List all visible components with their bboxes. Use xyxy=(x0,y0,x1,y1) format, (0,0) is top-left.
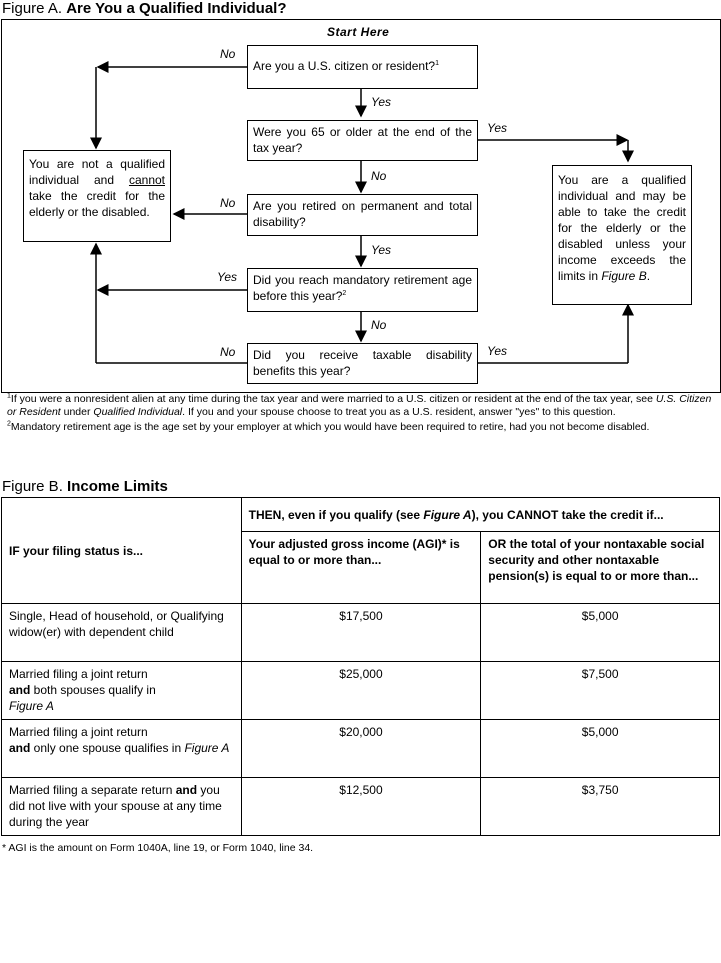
row-status-bold: and xyxy=(9,683,31,697)
flowchart-arrows xyxy=(90,61,634,364)
question-retirement: Did you reach mandatory retirement age b… xyxy=(247,268,478,312)
figure-b-title: Figure B. Income Limits xyxy=(2,478,168,496)
start-here-label: Start Here xyxy=(327,25,390,39)
question-citizen-text: Are you a U.S. citizen or resident? xyxy=(253,59,436,73)
yes-label-q3: Yes xyxy=(371,243,392,257)
question-retirement-text: Did you reach mandatory retirement age b… xyxy=(253,273,472,303)
row-status-bold: and xyxy=(175,783,198,797)
row-status-a: Married filing a joint return xyxy=(9,667,148,681)
footnote-1-italic-a: U.S. Citizen or Resident xyxy=(7,393,712,418)
header-filing-status: IF your filing status is... xyxy=(1,497,242,604)
footnote-1-ref: 1 xyxy=(435,60,439,67)
table-row: Single, Head of household, or Qualifying… xyxy=(1,603,720,662)
figure-a-prefix: Figure A. xyxy=(2,0,63,17)
yes-label-q1: Yes xyxy=(371,95,392,109)
row-pension: $5,000 xyxy=(480,603,720,662)
footnote-2-ref: 2 xyxy=(342,290,347,297)
yes-label-q4: Yes xyxy=(217,270,238,284)
result-qualified-period: . xyxy=(646,269,651,283)
result-not-qualified-text-a: You are not a qualified individual and xyxy=(29,157,165,187)
row-status: Married filing a joint return and only on… xyxy=(1,719,242,778)
row-agi: $20,000 xyxy=(240,719,482,778)
header-pension: OR the total of your nontaxable social s… xyxy=(480,531,720,604)
yes-label-q2: Yes xyxy=(487,121,508,135)
figure-a-title: Figure A. Are You a Qualified Individual… xyxy=(2,0,287,18)
row-status-ref: Figure A xyxy=(184,741,230,755)
result-not-qualified: You are not a qualified individual and c… xyxy=(23,150,171,242)
footnote-1-text-b: under xyxy=(60,406,94,418)
row-status: Single, Head of household, or Qualifying… xyxy=(1,603,242,662)
row-status: Married filing a separate return and you… xyxy=(1,777,242,836)
question-disability: Are you retired on permanent and total d… xyxy=(247,194,478,236)
row-status-a: Married filing a joint return xyxy=(9,725,148,739)
no-label-q1: No xyxy=(220,47,236,61)
footnote-1-italic-b: Qualified Individual xyxy=(93,406,183,418)
row-status-c: only one spouse qualifies in xyxy=(30,741,185,755)
result-qualified: You are a qualified individual and may b… xyxy=(552,165,692,305)
figure-b-heading: Income Limits xyxy=(67,478,168,495)
table-row: Married filing a joint return and both sp… xyxy=(1,661,720,720)
footnote-2-text: Mandatory retirement age is the age set … xyxy=(10,421,650,433)
footnote-1-text-a: If you were a nonresident alien at any t… xyxy=(10,393,656,405)
header-then-b: ), you CANNOT take the credit if... xyxy=(471,507,664,522)
figure-a-heading: Are You a Qualified Individual? xyxy=(66,0,287,17)
row-agi: $12,500 xyxy=(240,777,482,836)
yes-label-q5: Yes xyxy=(487,344,508,358)
cannot-emphasis: cannot xyxy=(128,173,165,187)
header-then-a: THEN, even if you qualify (see xyxy=(248,507,424,522)
row-status-a: Married filing a separate return xyxy=(9,783,176,797)
question-taxable-benefits: Did you receive taxable disability benef… xyxy=(247,343,478,384)
footnote-2: 2Mandatory retirement age is the age set… xyxy=(7,421,719,434)
table-row: Married filing a joint return and only on… xyxy=(1,719,720,778)
flowchart: Start Here Are you a U.S. citizen or res… xyxy=(1,19,721,393)
footnote-2-marker: 2 xyxy=(7,420,11,428)
row-pension: $3,750 xyxy=(480,777,720,836)
result-qualified-text: You are a qualified individual and may b… xyxy=(558,173,686,283)
header-then: THEN, even if you qualify (see Figure A)… xyxy=(240,497,721,532)
no-label-q3: No xyxy=(220,196,236,210)
question-citizen: Are you a U.S. citizen or resident?1 xyxy=(247,45,478,89)
no-label-q2: No xyxy=(371,169,387,183)
figure-b-ref: Figure B xyxy=(601,269,647,283)
row-status-c: both spouses qualify in xyxy=(30,683,156,697)
table-row: Married filing a separate return and you… xyxy=(1,777,720,836)
row-status-ref: Figure A xyxy=(9,699,54,713)
no-label-q4: No xyxy=(371,318,387,332)
row-status-bold: and xyxy=(9,741,31,755)
result-not-qualified-text-b: take the credit for the elderly or the d… xyxy=(29,189,165,219)
header-agi: Your adjusted gross income (AGI)* is equ… xyxy=(240,531,482,604)
footnote-1-marker: 1 xyxy=(7,392,11,400)
row-pension: $7,500 xyxy=(480,661,720,720)
row-status-c: you did not live with your spouse at any… xyxy=(9,783,222,829)
footnote-1-text-c: . If you and your spouse choose to treat… xyxy=(182,406,616,418)
figure-a-ref: Figure A xyxy=(423,507,472,522)
figure-a-footnotes: 1If you were a nonresident alien at any … xyxy=(7,393,719,434)
footnote-1: 1If you were a nonresident alien at any … xyxy=(7,393,719,419)
no-label-q5: No xyxy=(220,345,236,359)
row-agi: $25,000 xyxy=(240,661,482,720)
figure-b-prefix: Figure B. xyxy=(2,478,63,495)
question-age: Were you 65 or older at the end of the t… xyxy=(247,120,478,161)
income-limits-table: IF your filing status is... THEN, even i… xyxy=(1,497,721,836)
row-agi: $17,500 xyxy=(240,603,482,662)
row-pension: $5,000 xyxy=(480,719,720,778)
table-footnote: * AGI is the amount on Form 1040A, line … xyxy=(2,842,314,854)
row-status: Married filing a joint return and both sp… xyxy=(1,661,242,720)
